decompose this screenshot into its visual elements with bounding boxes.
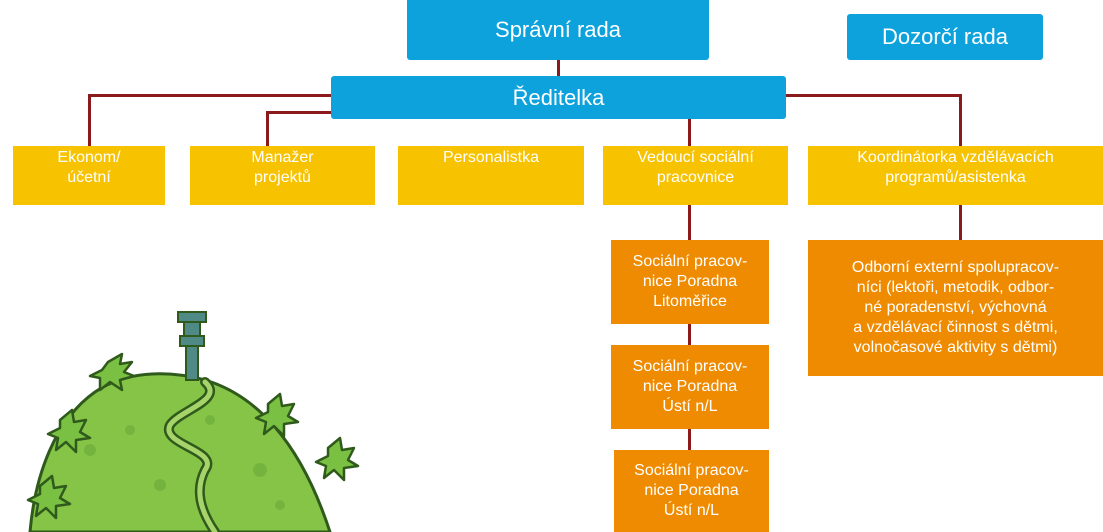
external-collaborators-box: Odborní externí spolupracov- níci (lekto… [808,240,1103,376]
connector-left-horizontal [88,94,334,97]
connector-right-horizontal [786,94,962,97]
connector-manazer [266,111,269,146]
green-hill-with-trees-illustration [26,311,360,532]
staff-box-personalistka: Personalistka [398,146,584,205]
staff-box-ekonom: Ekonom/ účetní [13,146,165,205]
staff-box-vedouci: Vedoucí sociální pracovnice [603,146,788,205]
staff-box-manazer: Manažer projektů [190,146,375,205]
dozorci-rada-box: Dozorčí rada [847,14,1043,60]
connector-koordinatorka [959,94,962,146]
social-worker-box-1: Sociální pracov- nice Poradna Litoměřice [611,240,769,324]
spravni-rada-box: Správní rada [407,0,709,60]
connector-ekonom [88,94,91,146]
staff-box-koordinatorka: Koordinátorka vzdělávacích programů/asis… [808,146,1103,205]
reditelka-box: Ředitelka [331,76,786,119]
social-worker-box-2: Sociální pracov- nice Poradna Ústí n/L [611,345,769,429]
connector-koordinatorka-down [959,205,962,245]
connector-vedouci [688,118,691,148]
social-worker-box-3: Sociální pracov- nice Poradna Ústí n/L [614,450,769,532]
connector-manazer-horizontal [266,111,334,114]
